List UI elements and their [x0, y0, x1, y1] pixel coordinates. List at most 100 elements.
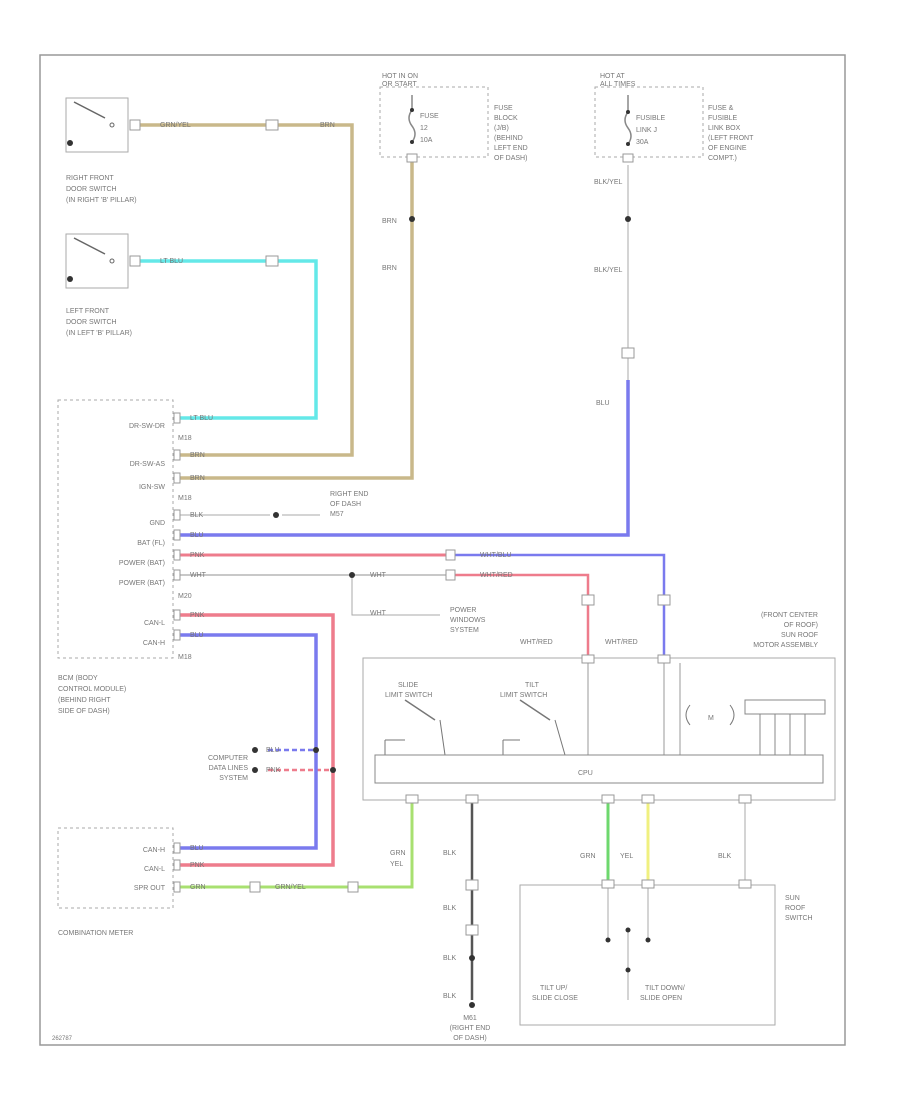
wire-label-blkyel-a: BLK/YEL — [594, 179, 623, 186]
motor-line-2: SUN ROOF — [781, 632, 818, 639]
wire-label-blu-canh: BLU — [190, 632, 204, 639]
fusible-label-3: 30A — [636, 139, 649, 146]
gnd57-line-1: OF DASH — [330, 501, 361, 508]
fuseblock-line-2: (J/B) — [494, 125, 509, 132]
tilt-up-label-2: SLIDE CLOSE — [532, 995, 578, 1002]
connector-r25-a — [581, 594, 595, 606]
wire-label-pnk-power: PNK — [190, 552, 205, 559]
wire-can-h — [178, 633, 318, 850]
wire-label-pnk-data: PNK — [266, 767, 281, 774]
tilt-limit-label-1: TILT — [525, 682, 540, 689]
gnd61-line-1: (RIGHT END — [450, 1025, 491, 1032]
bcm-pin-4: M18 — [178, 495, 192, 502]
bcm-pin-9: M20 — [178, 593, 192, 600]
slide-limit-switch-icon — [384, 699, 446, 756]
wire-label-brn-rf: BRN — [320, 122, 335, 129]
connector-rf — [265, 119, 279, 131]
connector-m41-a — [445, 549, 456, 561]
bcm-box — [57, 399, 181, 659]
wire-label-yel-switch: YEL — [620, 853, 633, 860]
splice-node-wht — [349, 572, 355, 578]
bcm-pin-3: IGN-SW — [139, 484, 165, 491]
diagram-frame — [39, 54, 846, 1046]
rf-line-0: RIGHT FRONT — [66, 175, 114, 182]
wire-label-pnk-meter: PNK — [190, 862, 205, 869]
wire-label-yel-motor: YEL — [390, 861, 403, 868]
bcm-pin-12: M18 — [178, 654, 192, 661]
compdata-line-0: COMPUTER — [208, 755, 248, 762]
fuseblock-line-5: OF DASH) — [494, 155, 527, 162]
wire-label-grn-meter: GRN — [190, 884, 206, 891]
lf-line-0: LEFT FRONT — [66, 308, 110, 315]
connector-m41-b — [445, 569, 456, 581]
wire-ltblu-lf-door — [140, 259, 318, 420]
connector-r4 — [347, 881, 359, 893]
can-l-splice — [330, 767, 336, 773]
fusible-link-box — [594, 86, 704, 359]
srsw-line-1: ROOF — [785, 905, 805, 912]
wire-label-blk-motor-b: BLK — [443, 905, 457, 912]
combopins-line-0: CAN-H — [143, 847, 165, 854]
wire-label-blk-motor: BLK — [443, 850, 457, 857]
wire-label-blk-switch: BLK — [718, 853, 732, 860]
figure-id: 262787 — [52, 1036, 73, 1042]
bcm-pin-7: POWER (BAT) — [119, 560, 165, 567]
bcm-pin-0: DR-SW-DR — [129, 423, 165, 430]
fuseblock-line-3: (BEHIND — [494, 135, 523, 142]
hot-all-label-2: ALL TIMES — [600, 81, 636, 88]
motor-line-1: OF ROOF) — [784, 622, 818, 629]
wire-label-grn-motor: GRN — [390, 850, 406, 857]
wire-label-brn-b: BRN — [382, 265, 397, 272]
combination-meter-box — [57, 827, 181, 909]
wire-label-brn-a: BRN — [382, 218, 397, 225]
wire-label-blu-data: BLU — [266, 747, 280, 754]
combination-meter-label: COMBINATION METER — [58, 930, 133, 937]
wire-brn-ign — [178, 160, 414, 480]
gnd57-line-0: RIGHT END — [330, 491, 368, 498]
motor-line-3: MOTOR ASSEMBLY — [753, 642, 818, 649]
data-lines-node-a — [252, 747, 258, 753]
bcm-pin-10: CAN-L — [144, 620, 165, 627]
svg-text:M: M — [708, 715, 714, 722]
lf-line-1: DOOR SWITCH — [66, 319, 117, 326]
bcm-pin-1: M18 — [178, 435, 192, 442]
wire-label-brn-bcm-a: BRN — [190, 452, 205, 459]
connector-m61-b — [465, 924, 479, 936]
bcm-pin-2: DR-SW-AS — [130, 461, 166, 468]
rf-door-switch-icon — [65, 97, 141, 153]
fuseblock-line-4: LEFT END — [494, 145, 528, 152]
wire-label-blkyel-b: BLK/YEL — [594, 267, 623, 274]
bcm-line-3: SIDE OF DASH) — [58, 708, 110, 715]
wire-label-grnyel-meter: GRN/YEL — [275, 884, 306, 891]
lf-door-switch-icon — [65, 233, 141, 289]
sunroof-motor-assembly: M — [362, 654, 836, 804]
can-h-splice — [313, 747, 319, 753]
sunroof-switch-box — [519, 879, 776, 1026]
connector-r25-b — [657, 594, 671, 606]
wire-label-ltblu-lf: LT BLU — [160, 258, 183, 265]
fuse-label-2: 12 — [420, 125, 428, 132]
bcm-pin-8: POWER (BAT) — [119, 580, 165, 587]
wire-label-blk-gnd: BLK — [190, 512, 204, 519]
wire-label-blu-bat: BLU — [596, 400, 610, 407]
motor-icon: M — [685, 704, 735, 726]
wire-label-whtred-b: WHT/RED — [605, 639, 638, 646]
wire-label-wht-splice: WHT — [370, 572, 387, 579]
cpu-label: CPU — [578, 770, 593, 777]
hot-run-label-2: OR START — [382, 81, 417, 88]
wire-blu-bat — [178, 380, 630, 537]
fuse-label-3: 10A — [420, 137, 433, 144]
wire-brn-rf-door — [140, 123, 354, 457]
wire-label-wht-pws: WHT — [370, 610, 387, 617]
wire-label-whtred: WHT/RED — [480, 572, 513, 579]
srsw-line-2: SWITCH — [785, 915, 813, 922]
slide-limit-label-1: SLIDE — [398, 682, 419, 689]
